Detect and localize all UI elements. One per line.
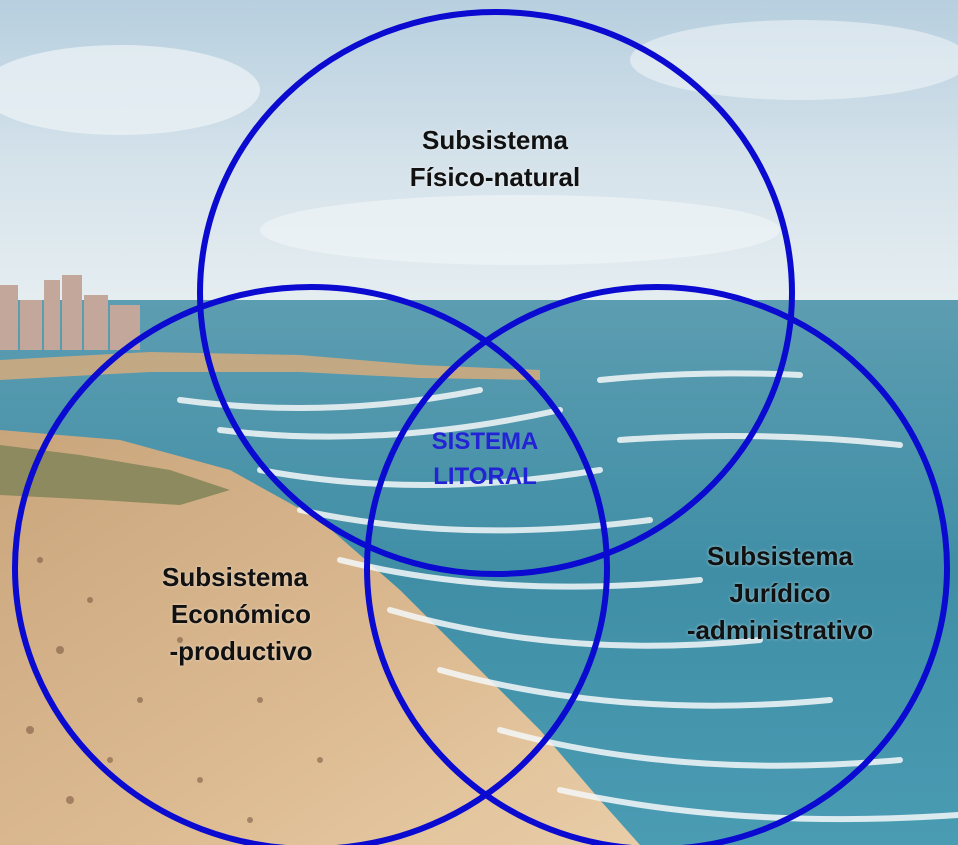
circle-fisico-natural bbox=[197, 9, 795, 577]
shore-sand bbox=[0, 430, 640, 845]
label-fisico-natural: Subsistema Físico-natural bbox=[330, 122, 660, 196]
label-economico-line2: Económico bbox=[170, 598, 312, 629]
city-skyline bbox=[0, 275, 140, 350]
far-shore bbox=[0, 352, 540, 380]
label-sistema-litoral: SISTEMA LITORAL bbox=[395, 425, 575, 495]
label-juridico-line1: Subsistema bbox=[707, 541, 853, 571]
label-sistema-line1: SISTEMA bbox=[431, 428, 539, 455]
label-fisico-natural-line2: Físico-natural bbox=[409, 161, 581, 192]
cloud bbox=[630, 20, 958, 100]
circle-juridico-administrativo bbox=[364, 284, 950, 845]
label-fisico-natural-line1: Subsistema bbox=[422, 125, 568, 155]
label-economico-line3: -productivo bbox=[169, 635, 313, 666]
label-economico-productivo: Subsistema Económico -productivo bbox=[110, 559, 360, 670]
circle-economico-productivo bbox=[12, 284, 610, 845]
label-juridico-line3: -administrativo bbox=[686, 614, 874, 645]
beach-crowd bbox=[26, 557, 323, 823]
dune-vegetation bbox=[0, 445, 230, 505]
label-economico-line1: Subsistema bbox=[162, 562, 308, 592]
label-juridico-administrativo: Subsistema Jurídico -administrativo bbox=[630, 538, 930, 649]
surf-lines bbox=[177, 370, 958, 823]
label-sistema-line2: LITORAL bbox=[433, 462, 537, 490]
venn-circles bbox=[12, 9, 950, 845]
cloud bbox=[0, 45, 260, 135]
label-juridico-line2: Jurídico bbox=[729, 577, 831, 608]
cloud bbox=[260, 195, 780, 265]
